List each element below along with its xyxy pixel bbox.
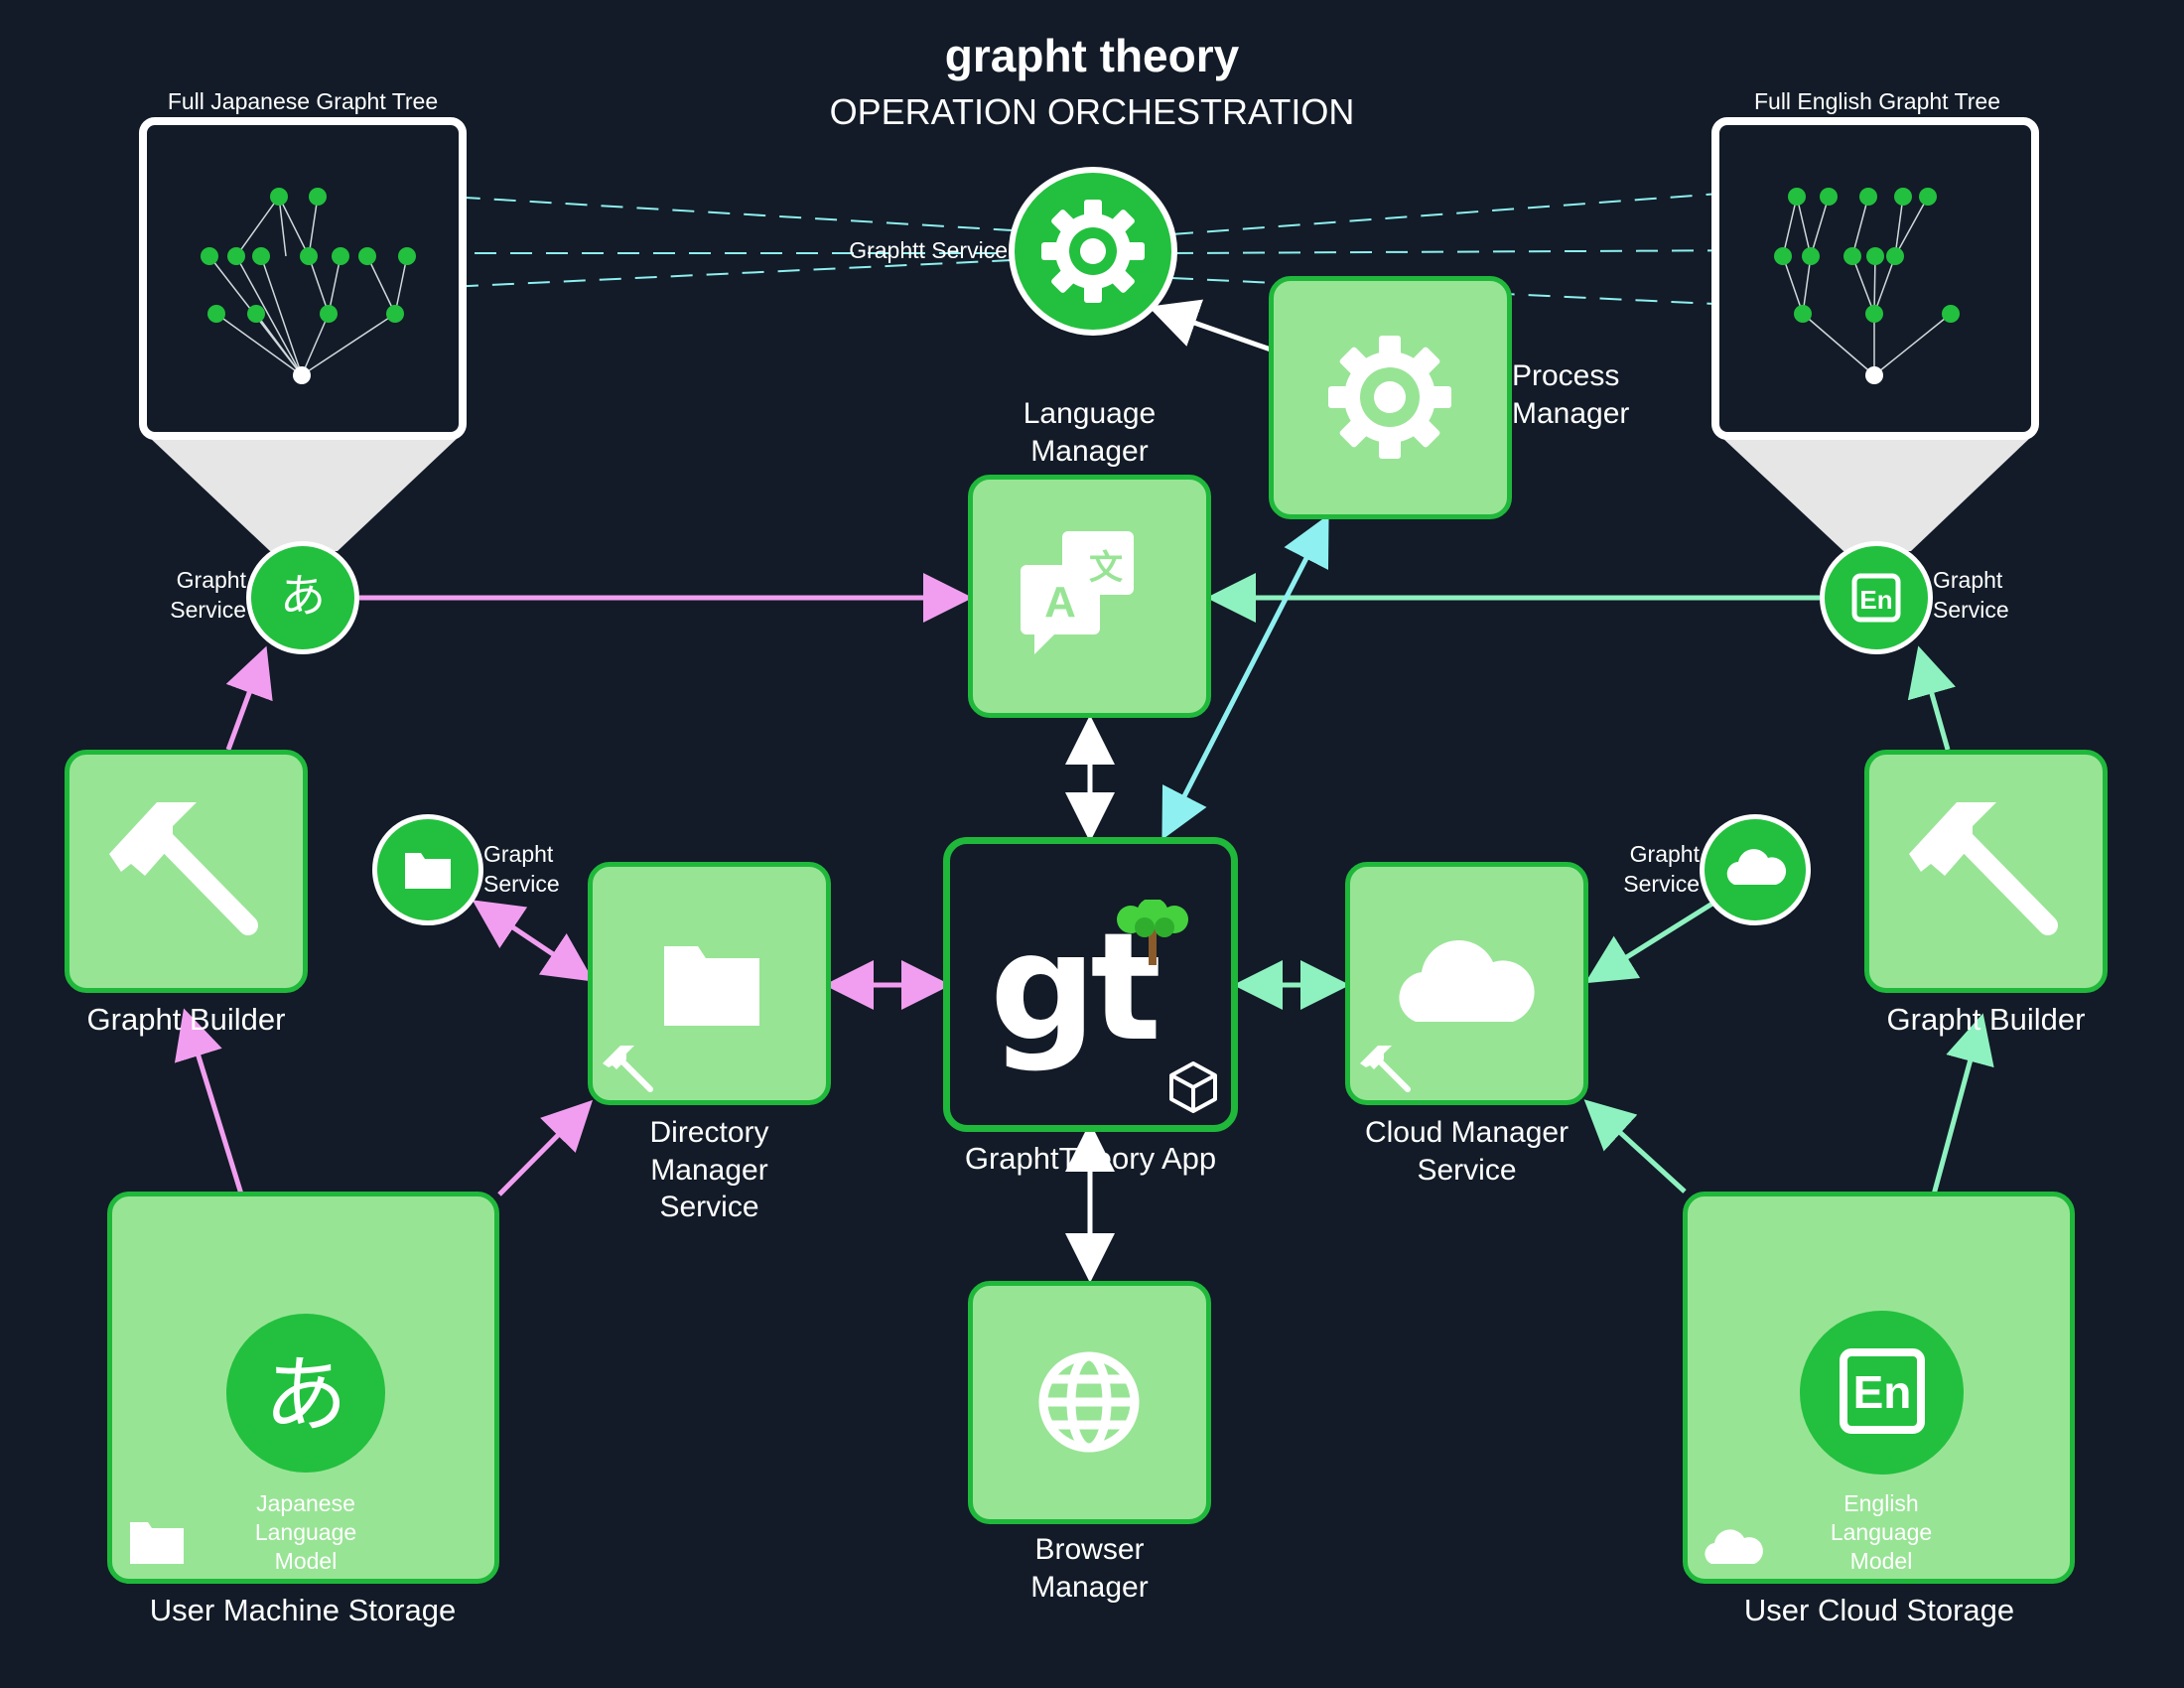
japanese-grapht-tree — [139, 117, 467, 440]
cloud-icon — [1705, 1529, 1763, 1564]
directory-manager-label: Directory Manager Service — [588, 1114, 831, 1226]
english-model-label-line2: Language — [1830, 1518, 1933, 1545]
graphtheory-app-node[interactable]: gt — [943, 837, 1238, 1132]
folder-graph-service-label-line1: Grapht — [483, 841, 554, 867]
brand-title: grapht theory — [944, 30, 1240, 81]
grapht-builder-left-node[interactable] — [65, 750, 308, 993]
en-icon: En — [1840, 1348, 1925, 1434]
english-tree-graph — [1774, 188, 1960, 384]
cloud-manager-label-line2: Service — [1417, 1153, 1517, 1187]
english-tree-title: Full English Grapht Tree — [1753, 88, 2000, 114]
process-manager-label-line1: Process — [1512, 359, 1620, 392]
process-manager-label: Process Manager — [1512, 357, 1691, 432]
folder-icon — [130, 1522, 184, 1564]
process-manager-node[interactable] — [1269, 276, 1512, 519]
language-manager-label-line2: Manager — [1030, 434, 1149, 468]
app-logo: gt — [990, 902, 1161, 1074]
language-manager-label-line1: Language — [1023, 397, 1157, 430]
folder-graph-service-label: Grapht Service — [483, 840, 593, 900]
gear-icon — [1328, 336, 1451, 459]
translate-icon-a: A — [1044, 578, 1076, 627]
hammer-icon — [603, 1046, 653, 1092]
user-cloud-storage-node[interactable]: En English Language Model — [1683, 1192, 2075, 1584]
japanese-model-label-line1: Japanese — [256, 1490, 355, 1516]
browser-manager-node[interactable] — [968, 1281, 1211, 1524]
grapht-builder-right-node[interactable] — [1864, 750, 2108, 993]
japanese-graph-service-label: Grapht Service — [139, 566, 246, 626]
user-machine-storage-label: User Machine Storage — [149, 1593, 457, 1627]
directory-manager-label-line2: Manager — [650, 1153, 768, 1187]
japanese-graph-service-label-line1: Grapht — [176, 567, 246, 593]
japanese-tree-title: Full Japanese Grapht Tree — [167, 88, 439, 114]
english-tree-funnel — [1721, 437, 2031, 551]
language-manager-node[interactable]: A 文 — [968, 475, 1211, 718]
english-model-label-line1: English — [1843, 1490, 1919, 1516]
directory-manager-label-line1: Directory — [649, 1116, 769, 1149]
language-manager-label: Language Manager — [968, 395, 1211, 470]
user-machine-storage-node[interactable]: あ Japanese Language Model — [107, 1192, 499, 1584]
hammer-icon — [109, 802, 258, 935]
cloud-graph-service[interactable] — [1700, 814, 1811, 925]
hiragana-icon: あ — [280, 569, 326, 623]
cyan-arrows — [1161, 514, 1329, 840]
cloud-graph-service-label: Grapht Service — [1590, 840, 1700, 900]
graphtheory-app-label: GraphtTheory App — [964, 1141, 1217, 1176]
gear-icon — [1041, 200, 1145, 303]
process-manager-label-line2: Manager — [1512, 396, 1630, 430]
graph-service-hub-label: Graphtt Service — [849, 237, 1008, 263]
translate-icon-zh: 文 — [1089, 548, 1123, 588]
english-graph-service-label-line2: Service — [1933, 596, 2009, 623]
japanese-model-label-line3: Model — [274, 1547, 338, 1574]
cube-icon — [1169, 1061, 1217, 1113]
white-arrows — [1065, 299, 1272, 1283]
folder-icon — [405, 853, 451, 889]
english-graph-service-label-line1: Grapht — [1933, 567, 2003, 593]
folder-graph-service-label-line2: Service — [483, 870, 560, 897]
japanese-model-label: Japanese Language Model — [206, 1489, 405, 1575]
en-icon-text: En — [1859, 585, 1892, 615]
hiragana-icon: あ — [263, 1346, 347, 1444]
english-graph-service[interactable]: En — [1820, 541, 1933, 654]
browser-manager-label: Browser Manager — [968, 1531, 1211, 1606]
folder-icon — [664, 946, 759, 1026]
grapht-builder-left-label: Grapht Builder — [86, 1002, 286, 1037]
cloud-graph-service-label-line1: Grapht — [1629, 841, 1700, 867]
directory-manager-label-line3: Service — [659, 1191, 759, 1223]
tree-icon — [1117, 900, 1188, 965]
english-grapht-tree — [1711, 117, 2039, 440]
japanese-tree-graph — [201, 188, 416, 384]
japanese-tree-funnel — [149, 437, 459, 551]
translate-icon: A 文 — [1021, 531, 1134, 654]
cloud-manager-label: Cloud Manager Service — [1320, 1114, 1613, 1189]
cloud-manager-node[interactable] — [1345, 862, 1588, 1105]
cloud-icon — [1726, 849, 1787, 885]
hammer-icon — [1909, 802, 2058, 935]
japanese-model-label-line2: Language — [254, 1518, 357, 1545]
english-model-label: English Language Model — [1782, 1489, 1980, 1575]
en-icon: En — [1851, 573, 1901, 623]
english-model-label-line3: Model — [1849, 1547, 1913, 1574]
hammer-icon — [1360, 1046, 1411, 1092]
en-icon-text: En — [1853, 1366, 1912, 1418]
browser-manager-label-line1: Browser — [1034, 1533, 1145, 1566]
folder-graph-service[interactable] — [372, 814, 483, 925]
cloud-icon — [1399, 939, 1535, 1022]
english-graph-service-label: Grapht Service — [1933, 566, 2040, 626]
graph-service-hub[interactable] — [1009, 167, 1177, 336]
japanese-graph-service[interactable]: あ — [246, 541, 359, 654]
japanese-model-circle: あ — [226, 1314, 385, 1473]
grapht-builder-right-label: Grapht Builder — [1886, 1002, 2086, 1037]
cloud-manager-label-line1: Cloud Manager — [1364, 1116, 1570, 1149]
english-model-circle: En — [1800, 1311, 1964, 1475]
japanese-graph-service-label-line2: Service — [170, 596, 246, 623]
browser-manager-label-line2: Manager — [1030, 1570, 1149, 1604]
page-subtitle: OPERATION ORCHESTRATION — [829, 91, 1355, 132]
user-cloud-storage-label: User Cloud Storage — [1743, 1593, 2015, 1627]
globe-icon — [1038, 1351, 1140, 1453]
directory-manager-node[interactable] — [588, 862, 831, 1105]
cloud-graph-service-label-line2: Service — [1623, 870, 1700, 897]
